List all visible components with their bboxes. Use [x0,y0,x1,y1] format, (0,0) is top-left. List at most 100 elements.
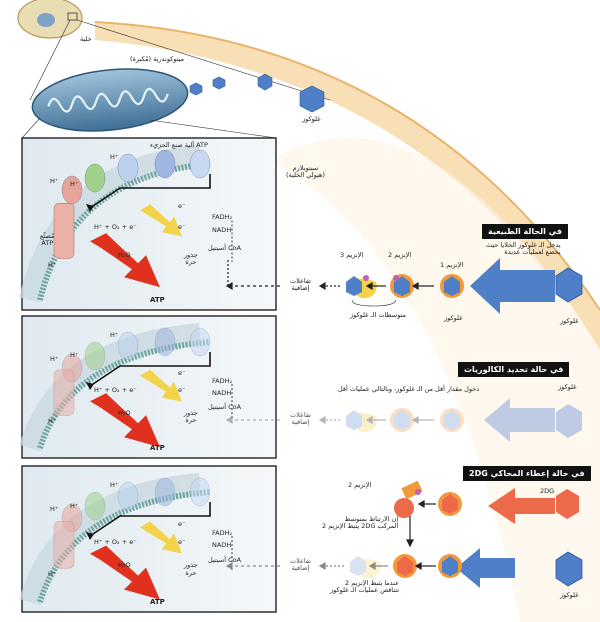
h-plus-label-b: H⁺ [110,153,119,161]
enzyme2-label: الإنزيم 2 [388,251,412,259]
electron-label-b: e⁻ [178,386,186,394]
acetyl-coa-label: أسيتيل CoA [208,403,242,412]
water-label: H₂O [118,250,131,259]
atp-synthase [53,369,75,416]
glucose-molecules-top [189,73,325,113]
atp-synthase-label: مُصنِّع ATP [40,231,55,248]
membrane-bilayer [37,161,211,301]
restriction-state [225,398,582,442]
complex-3 [117,331,139,361]
h-plus-label-d: H⁺ [48,417,57,426]
reactions-label-1: تفاعلات إضافية [290,277,311,293]
cytoplasm-label: سيتوبلازم (هيولي الخلية) [286,164,325,180]
electron-label-a: e⁻ [178,368,186,377]
complex-2 [84,491,106,521]
nadh-label: NADH [212,388,232,397]
water-label: H₂O [118,561,131,570]
atp-synthase [53,203,75,259]
cell-icon [17,0,83,39]
mito-panel-3 [19,465,277,613]
h-plus-label-d: H⁺ [48,260,57,269]
normal-state [225,258,583,314]
atp-arrow [90,233,160,288]
electron-path [89,502,211,537]
h-plus-label-b: H⁺ [110,331,119,339]
electron-label-a: e⁻ [178,520,186,529]
atp-label: ATP [150,598,165,606]
atp-label: ATP [150,296,165,304]
h-plus-label-c: H⁺ [70,350,79,359]
atp-arrow [90,393,160,448]
mitochondrion-label: ميتوكوندرية (مُكبرة) [130,55,185,63]
glucose-label-outside: غلوكوز [560,317,579,325]
electron-label-a: e⁻ [178,202,186,211]
nadh-label: NADH [212,540,232,549]
free-radicals-arrow [140,369,182,402]
enzyme1-label: الإنزيم 1 [440,261,464,269]
restriction-state-description: دخول مقدار أقل من الـ غلوكوز، وبالتالي ع… [338,385,480,393]
mitochondrion [31,68,189,132]
h-plus-label-c: H⁺ [70,180,79,188]
twodg-binding-note: إن الارتباط بمتوسط المركب 2DG يثبط الإنز… [322,515,399,531]
free-radicals-arrow [140,521,182,554]
cell-membrane-band [95,22,600,350]
water-label: H₂O [118,408,131,417]
membrane-bilayer [37,489,211,603]
h-plus-label-d: H⁺ [48,570,57,579]
free-radicals-arrow [140,204,182,237]
h-plus-label-b: H⁺ [110,481,119,489]
complex-2 [84,341,106,371]
twodg-label: 2DG [540,487,555,495]
complex-4 [154,327,176,357]
complex-3 [117,481,139,511]
h-plus-label-a: H⁺ [50,355,59,363]
complex-4 [154,477,176,507]
free-radicals-label: جذور حرة [184,408,198,425]
complex-3 [117,153,139,183]
intermediates-label: متوسطات الـ غلوكوز [350,311,407,319]
glucose-label-enzyme: غلوكوز [444,314,463,322]
membrane-bilayer [37,339,211,449]
mito-panel-1 [19,137,277,311]
twodg-state [225,480,583,588]
complex-5 [189,477,211,507]
normal-state-description: يدخل الـ غلوكوز الخلايا حيث يخضع لعمليات… [486,241,561,257]
restriction-state-title: في حالة تحديد الكالوريات [458,362,570,377]
electron-label-b: e⁻ [178,538,186,546]
reactions-label-2: تفاعلات إضافية [290,411,311,427]
cell-label: خلية [80,35,92,43]
atp-arrow [90,545,160,600]
fadh2-label: FADH₂ [212,529,233,538]
mito-panel-2 [19,315,277,459]
glucose-label-restriction: غلوكوز [558,383,577,391]
proton-equation-label: H⁺ + O₂ + e⁻ [94,386,137,394]
electron-path [89,174,211,209]
free-radicals-label: جذور حرة [184,250,198,266]
glucose-label-top: غلوكوز [302,115,321,123]
complex-4 [154,149,176,179]
complex-5 [189,327,211,357]
fadh2-label: FADH₂ [212,212,233,221]
acetyl-coa-label: أسيتيل CoA [208,555,242,564]
acetyl-coa-label: أسيتيل CoA [208,243,242,252]
free-radicals-label: جذور حرة [184,561,198,577]
atp-synthase [53,521,75,569]
electron-label-b: e⁻ [178,223,186,231]
normal-state-title: في الحالة الطبيعية [482,224,568,239]
twodg-state-title: في حالة إعطاء المحاكي 2DG [463,466,591,481]
complex-5 [189,149,211,179]
electron-path [89,352,211,387]
h-plus-label-a: H⁺ [50,505,59,513]
h-plus-label-a: H⁺ [50,177,59,185]
fadh2-label: FADH₂ [212,377,233,386]
atp-machine-label: آلية صنع الجزيء ATP [150,141,208,149]
nadh-label: NADH [212,226,232,235]
twodg-inhibit-note: عندما يثبط الإنزيم 2 تتناقص عمليات الـ غ… [330,579,400,595]
atp-label: ATP [150,444,165,452]
enzyme3-label: الإنزيم 3 [340,251,364,259]
complex-2 [84,163,106,193]
proton-equation-label: H⁺ + O₂ + e⁻ [94,223,137,231]
twodg-enzyme2-label: الإنزيم 2 [348,481,372,489]
h-plus-label-c: H⁺ [70,501,79,510]
